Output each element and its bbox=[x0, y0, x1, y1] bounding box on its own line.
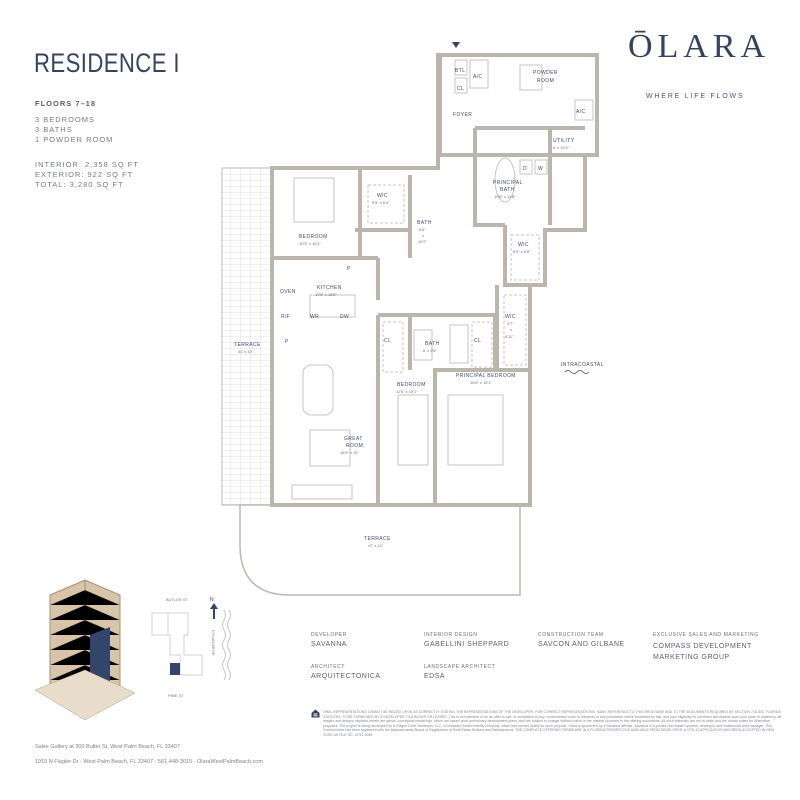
street-butler: BUTLER ST bbox=[166, 597, 189, 602]
credit-role: DEVELOPER bbox=[311, 632, 347, 638]
credit-role: LANDSCAPE ARCHITECT bbox=[424, 664, 496, 670]
walls bbox=[270, 53, 599, 507]
credit-name: COMPASS DEVELOPMENT MARKETING GROUP bbox=[653, 643, 752, 661]
sales-gallery-address: Sales Gallery at 300 Butler St, West Pal… bbox=[35, 744, 180, 750]
floors-label: FLOORS 7–18 bbox=[35, 99, 97, 108]
credit-construction: CONSTRUCTION TEAM SAVCON AND GILBANE bbox=[538, 632, 625, 648]
credit-landscape: LANDSCAPE ARCHITECT EDSA bbox=[424, 664, 495, 680]
dim-wic-3: 4'7" bbox=[507, 321, 514, 326]
building-rendering bbox=[34, 579, 136, 721]
label-bath-1: BATH bbox=[417, 220, 432, 226]
dim-principal-bath: 10'8" x 11'8" bbox=[494, 194, 516, 199]
label-powder: POWDER bbox=[533, 70, 558, 76]
room-counts: 3 BEDROOMS 3 BATHS 1 POWDER ROOM bbox=[35, 115, 113, 145]
label-cl-3: CL bbox=[474, 338, 481, 344]
label-rf: R/F bbox=[281, 314, 290, 320]
interior-area: INTERIOR: 2,358 SQ FT bbox=[35, 160, 139, 169]
label-wic-2: WIC bbox=[518, 242, 529, 248]
dim-terrace-bottom: 47' x 10' bbox=[368, 543, 383, 548]
dim-utility: 6' x 10'3" bbox=[553, 145, 570, 150]
dim-wic-3-2: 9'11" bbox=[505, 334, 514, 339]
credit-role: EXCLUSIVE SALES AND MARKETING bbox=[653, 632, 759, 638]
equal-housing-icon bbox=[311, 709, 320, 718]
credit-role: CONSTRUCTION TEAM bbox=[538, 632, 604, 638]
area-list: INTERIOR: 2,358 SQ FT EXTERIOR: 922 SQ F… bbox=[35, 160, 139, 190]
label-terrace-bottom: TERRACE bbox=[364, 536, 391, 542]
dim-bath-1-2: 10'2" bbox=[418, 239, 427, 244]
label-cl-2: CL bbox=[384, 338, 391, 344]
label-pantry: P bbox=[347, 266, 351, 272]
label-ac: A/C bbox=[473, 74, 483, 80]
page-title: RESIDENCE I bbox=[34, 48, 180, 78]
dim-wic-1: 9'5" x 6'4" bbox=[372, 200, 390, 205]
dim-bedroom-1: 10'3" x 10'1" bbox=[299, 241, 322, 246]
dim-wic-2: 6'9" x 6'8" bbox=[513, 249, 531, 254]
tagline: WHERE LIFE FLOWS bbox=[646, 93, 745, 100]
powder-count: 1 POWDER ROOM bbox=[35, 135, 114, 144]
street-pine: PINE ST bbox=[168, 693, 184, 698]
north-arrow-icon bbox=[210, 603, 218, 619]
label-ac-2: A/C bbox=[576, 109, 586, 115]
label-dw: DW bbox=[340, 314, 349, 320]
baths-count: 3 BATHS bbox=[35, 125, 73, 134]
label-bedroom-2: BEDROOM bbox=[397, 382, 426, 388]
contact-info: 1919 N Flagler Dr · West Palm Beach, FL … bbox=[35, 759, 263, 765]
label-wic-1: WIC bbox=[377, 193, 388, 199]
dim-terrace-left: 41' x 10' bbox=[238, 349, 253, 354]
credit-role: INTERIOR DESIGN bbox=[424, 632, 478, 638]
credit-name: ARQUITECTONICA bbox=[311, 673, 381, 680]
north-label: N bbox=[210, 597, 214, 603]
label-principal-bath: PRINCIPAL bbox=[493, 180, 523, 186]
credit-role: ARCHITECT bbox=[311, 664, 346, 670]
dim-bedroom-2: 11'6" x 15'1" bbox=[396, 389, 418, 394]
street-flagler: N FLAGLER DR bbox=[211, 630, 215, 656]
dim-principal-bedroom: 16'6" x 15'1" bbox=[470, 380, 493, 385]
credit-sales: EXCLUSIVE SALES AND MARKETING COMPASS DE… bbox=[653, 632, 773, 663]
credit-name: GABELLINI SHEPPARD bbox=[424, 641, 510, 648]
dim-bath-2: 6' x 9'6" bbox=[423, 348, 437, 353]
exterior-area: EXTERIOR: 922 SQ FT bbox=[35, 170, 134, 179]
label-powder-room: ROOM bbox=[537, 78, 554, 84]
label-dryer: D bbox=[523, 166, 527, 172]
dim-wic-3-x: x bbox=[510, 327, 512, 332]
label-wr: WR bbox=[310, 314, 319, 320]
legal-disclaimer: ORAL REPRESENTATIONS CANNOT BE RELIED UP… bbox=[323, 710, 782, 737]
label-bath-2: BATH bbox=[425, 341, 440, 347]
label-foyer: FOYER bbox=[453, 112, 472, 118]
terrace-bottom-area bbox=[239, 504, 521, 596]
label-oven: OVEN bbox=[280, 289, 296, 295]
label-kitchen: KITCHEN bbox=[317, 285, 342, 291]
dim-great-room: 18'9" x 19' bbox=[340, 450, 359, 455]
label-pantry-2: P bbox=[285, 339, 289, 345]
label-bedroom-1: BEDROOM bbox=[299, 234, 328, 240]
credit-developer: DEVELOPER SAVANNA bbox=[311, 632, 347, 648]
floor-plan: FOYER BTL CL A/C A/C POWDER ROOM UTILITY… bbox=[221, 42, 604, 596]
label-great-room-2: ROOM bbox=[346, 443, 363, 449]
credit-name: EDSA bbox=[424, 673, 446, 680]
credit-name: SAVANNA bbox=[311, 641, 347, 648]
label-great-room: GREAT bbox=[344, 436, 363, 442]
bedrooms-count: 3 BEDROOMS bbox=[35, 115, 96, 124]
credit-interior-design: INTERIOR DESIGN GABELLINI SHEPPARD bbox=[424, 632, 509, 648]
key-plan: BUTLER ST N N FLAGLER DR PINE ST bbox=[151, 597, 231, 698]
label-intracoastal: INTRACOASTAL bbox=[561, 362, 604, 368]
label-btl: BTL bbox=[455, 68, 465, 74]
label-cl: CL bbox=[457, 86, 464, 92]
label-principal-bath-2: BATH bbox=[500, 187, 515, 193]
entry-arrow-icon bbox=[452, 42, 460, 48]
credit-name: SAVCON AND GILBANE bbox=[538, 641, 625, 648]
dim-kitchen: 10'5" x 18'5" bbox=[315, 292, 338, 297]
label-wic-3: WIC bbox=[505, 314, 516, 320]
label-principal-bedroom: PRINCIPAL BEDROOM bbox=[456, 373, 516, 379]
label-washer: W bbox=[538, 166, 543, 172]
olara-logo: ŌLARA bbox=[628, 28, 771, 65]
total-area: TOTAL: 3,280 SQ FT bbox=[35, 180, 124, 189]
water-icon bbox=[564, 370, 590, 374]
terrace-left-area bbox=[221, 167, 273, 506]
label-terrace-left: TERRACE bbox=[234, 342, 261, 348]
label-utility: UTILITY bbox=[553, 138, 575, 144]
credit-architect: ARCHITECT ARQUITECTONICA bbox=[311, 664, 381, 680]
dim-bath-1-x: x bbox=[422, 233, 424, 238]
dim-bath-1: 5'6" bbox=[419, 227, 426, 232]
